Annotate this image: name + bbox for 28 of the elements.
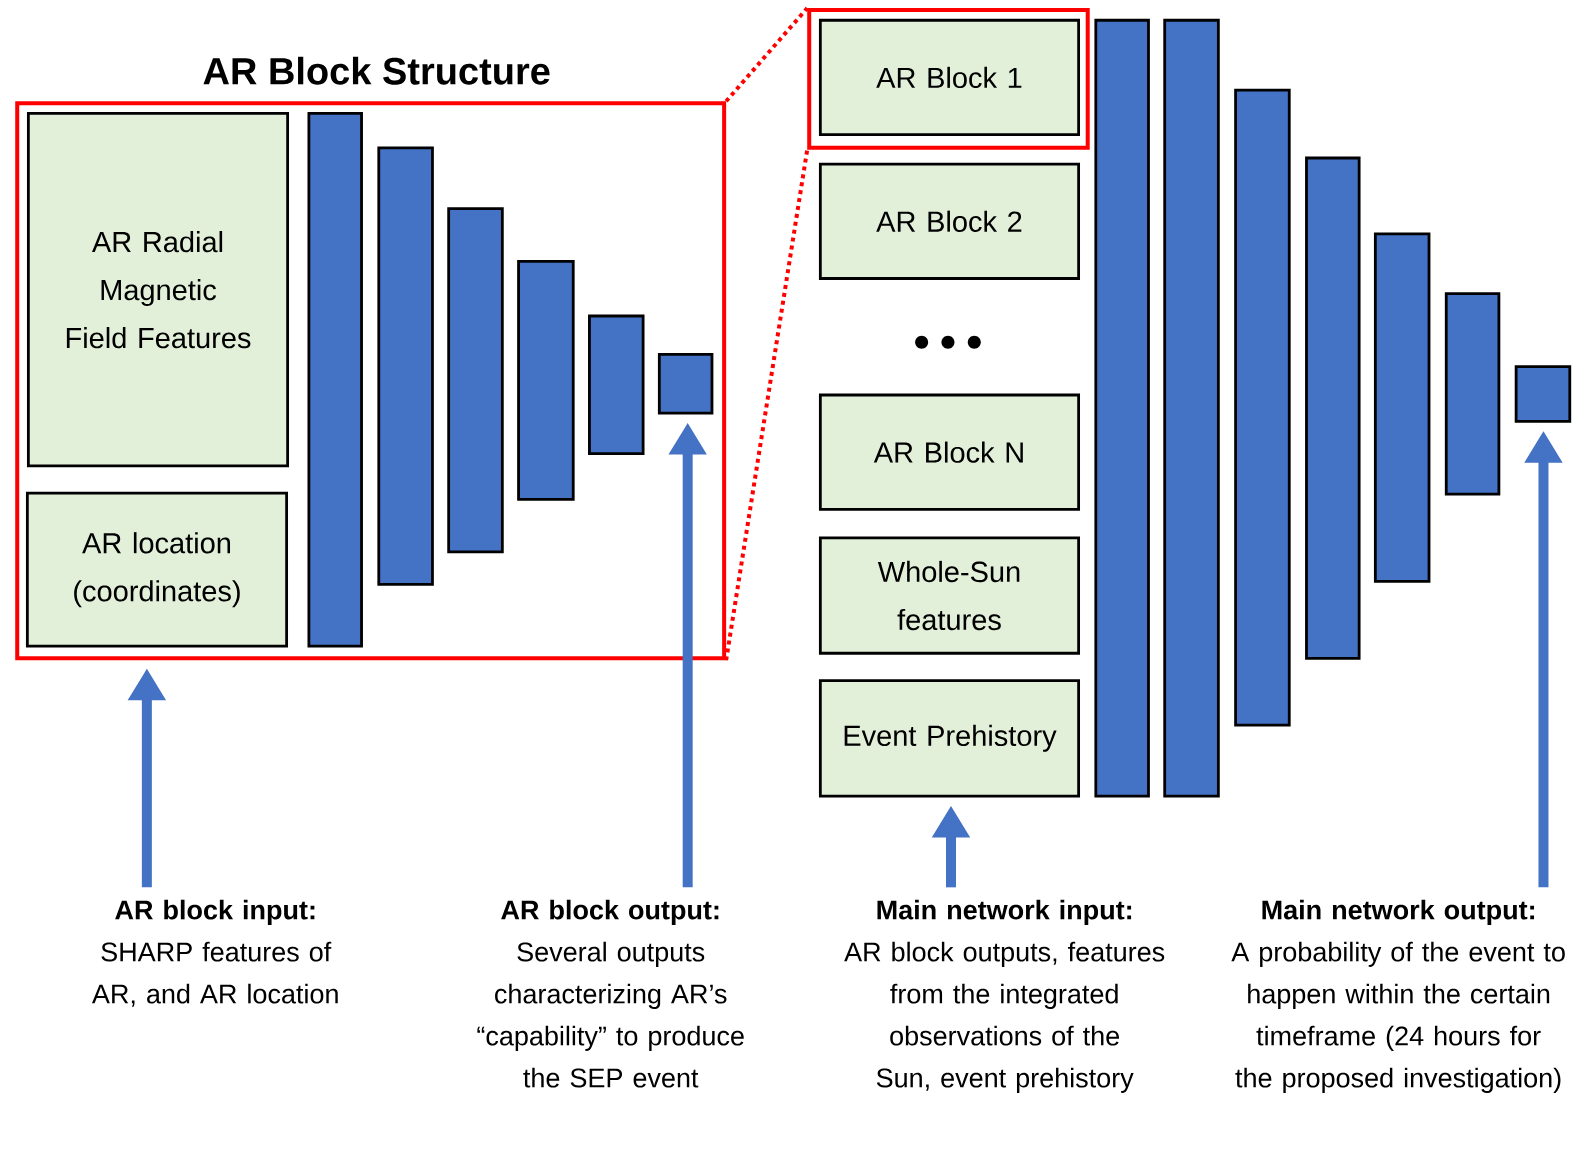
feature-box: AR Block N [818, 393, 1080, 511]
feature-box: AR Block 2 [818, 162, 1080, 280]
layer-bar [1163, 18, 1220, 798]
layer-bar [1305, 156, 1361, 660]
layer-bar [307, 112, 363, 648]
feature-box: Event Prehistory [818, 679, 1080, 798]
layer-bar [447, 207, 504, 554]
layer-bar [1234, 88, 1291, 727]
layer-bar [1444, 292, 1501, 496]
caption-text: Main network output: A probability of the event to happen within the certain timeframe (24 hours for the proposed investigation) [1231, 899, 1565, 1093]
highlight-frame [807, 8, 1090, 150]
feature-box: AR Block 1 [818, 18, 1080, 137]
feature-box: AR Radial Magnetic Field Features [26, 112, 289, 468]
layer-bar [588, 314, 645, 456]
feature-box: AR location (coordinates) [25, 491, 288, 648]
feature-box: Whole-Sun features [818, 536, 1080, 655]
layer-bar [1514, 365, 1572, 423]
layer-bar [657, 353, 714, 415]
layer-bar [377, 146, 434, 586]
caption-text: Main network input: AR block outputs, features from the integrated observations of the Sun, event prehistory [844, 899, 1165, 1093]
zoom-line [724, 149, 810, 661]
caption-text: AR block input: SHARP features of AR, and AR location [91, 899, 338, 1007]
layer-bar [1094, 18, 1150, 798]
zoom-line [724, 6, 809, 103]
layer-bar [517, 259, 575, 501]
frame-title: AR Block Structure [203, 56, 550, 85]
caption-text: AR block output: Several outputs characterizing AR’s “capability” to produce the SEP event [477, 899, 744, 1088]
layer-bar [1373, 232, 1431, 583]
